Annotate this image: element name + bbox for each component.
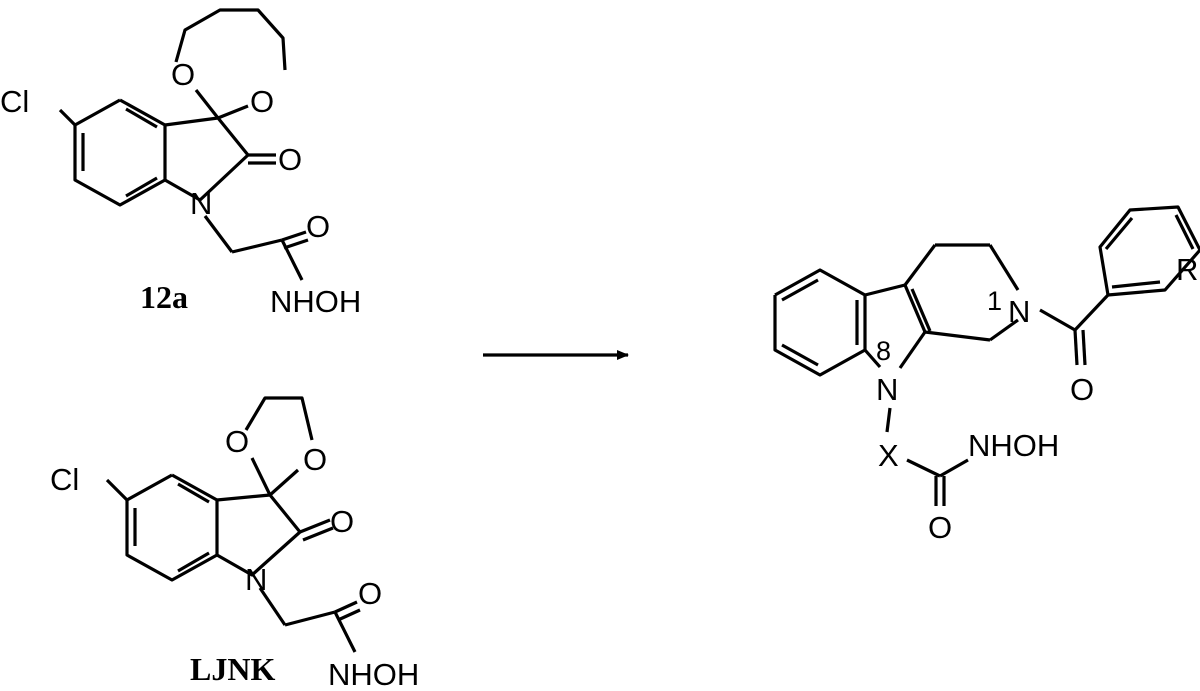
compound-12a-atoms: Cl O O O N O NHOH (0, 57, 361, 319)
product-r-substituent: R (1176, 252, 1198, 287)
compound-12a-nhoh-group: NHOH (270, 284, 361, 319)
product-x-linker: X (878, 438, 899, 473)
compound-ljnk-ring-oxygen-left: O (225, 424, 249, 459)
compound-12a-bonds (58, 8, 309, 281)
compound-12a-nitrogen: N (190, 186, 212, 221)
compound-ljnk-label: LJNK (190, 651, 275, 687)
compound-12a-carbonyl-oxygen: O (278, 142, 302, 177)
compound-12a-ring-oxygen-right: O (250, 84, 274, 119)
product-n8-locant: 8 (876, 336, 891, 366)
compound-ljnk-atoms: Cl O O O N O NHOH (50, 424, 419, 691)
product-n1-nitrogen: N (1008, 294, 1030, 329)
product-n1-locant: 1 (987, 286, 1002, 316)
compound-ljnk: Cl O O O N O NHOH LJNK (50, 396, 419, 691)
compound-ljnk-amide-oxygen: O (358, 576, 382, 611)
compound-ljnk-bonds (105, 396, 361, 653)
product-structure: 1 N 8 N X NHOH O O R (773, 205, 1200, 545)
product-bonds (773, 205, 1200, 506)
compound-ljnk-chlorine: Cl (50, 462, 79, 497)
product-atoms: 1 N 8 N X NHOH O O R (876, 252, 1198, 545)
compound-12a-ring-oxygen-left: O (171, 57, 195, 92)
product-nhoh-group: NHOH (968, 428, 1059, 463)
compound-ljnk-ring-oxygen-right: O (303, 442, 327, 477)
compound-ljnk-nhoh-group: NHOH (328, 657, 419, 691)
compound-12a-label: 12a (140, 279, 188, 315)
product-benzoyl-oxygen: O (1070, 372, 1094, 407)
compound-ljnk-nitrogen: N (245, 562, 267, 597)
compound-ljnk-carbonyl-oxygen: O (330, 504, 354, 539)
compound-12a-amide-oxygen: O (306, 209, 330, 244)
product-n8-nitrogen: N (876, 372, 898, 407)
compound-12a-chlorine: Cl (0, 84, 29, 119)
product-amide-oxygen: O (928, 510, 952, 545)
compound-12a: Cl O O O N O NHOH 12a (0, 8, 361, 319)
